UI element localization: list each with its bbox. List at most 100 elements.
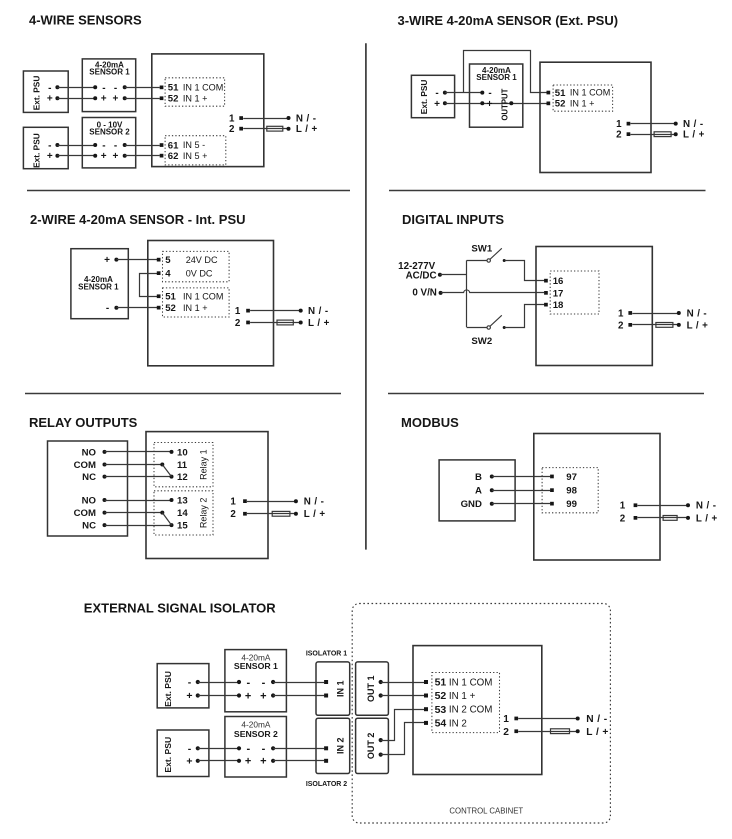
svg-text:SENSOR 1: SENSOR 1 [234,661,278,671]
svg-text:IN 1 COM: IN 1 COM [449,677,493,688]
svg-text:SENSOR 1: SENSOR 1 [78,283,119,292]
svg-text:1: 1 [616,119,622,130]
svg-text:SW1: SW1 [471,244,492,255]
svg-text:L / +: L / + [696,513,718,524]
svg-text:4-20mA: 4-20mA [241,652,271,662]
svg-text:53: 53 [435,704,447,716]
svg-text:-: - [188,677,192,689]
svg-text:N / -: N / - [696,501,717,512]
svg-text:99: 99 [566,499,577,510]
svg-text:N / -: N / - [296,113,317,124]
svg-text:+: + [260,756,266,768]
svg-text:IN 1 +: IN 1 + [183,93,208,103]
svg-text:AC/DC: AC/DC [406,271,437,282]
svg-text:10: 10 [177,447,188,458]
svg-text:A: A [475,486,482,497]
svg-text:IN 1 COM: IN 1 COM [570,88,610,98]
svg-text:Ext. PSU: Ext. PSU [31,133,41,168]
svg-text:L / +: L / + [308,318,330,329]
svg-text:-: - [48,141,51,152]
svg-text:14: 14 [177,508,188,519]
svg-text:12: 12 [177,472,188,483]
svg-text:RELAY OUTPUTS: RELAY OUTPUTS [29,415,138,430]
svg-text:1: 1 [503,714,509,725]
svg-text:2: 2 [618,320,624,331]
svg-text:Ext. PSU: Ext. PSU [419,80,429,115]
svg-text:2: 2 [235,318,241,329]
svg-text:Ext. PSU: Ext. PSU [163,737,173,773]
svg-text:Ext. PSU: Ext. PSU [163,671,173,707]
svg-text:N / -: N / - [683,119,704,130]
svg-text:52: 52 [555,99,566,110]
svg-text:4: 4 [165,269,171,280]
svg-text:DIGITAL INPUTS: DIGITAL INPUTS [402,212,504,227]
svg-text:-: - [188,743,192,755]
svg-text:18: 18 [553,300,564,311]
svg-text:4-20mA: 4-20mA [241,719,271,729]
svg-text:17: 17 [553,288,564,299]
svg-text:2: 2 [503,727,509,738]
svg-text:3-WIRE 4-20mA SENSOR (Ext. PSU: 3-WIRE 4-20mA SENSOR (Ext. PSU) [398,13,619,28]
svg-text:+: + [112,151,118,162]
svg-text:IN 1 +: IN 1 + [449,691,476,702]
svg-text:L / +: L / + [683,130,705,141]
svg-text:62: 62 [168,151,179,162]
svg-text:0V DC: 0V DC [186,268,213,278]
svg-text:SENSOR 1: SENSOR 1 [89,67,130,76]
svg-text:1: 1 [230,497,236,508]
svg-text:OUT 2: OUT 2 [366,733,376,760]
svg-text:SENSOR 2: SENSOR 2 [234,729,278,739]
svg-text:L / +: L / + [304,509,326,520]
svg-text:IN 2 COM: IN 2 COM [449,705,493,716]
svg-text:+: + [487,99,493,110]
svg-text:+: + [245,756,251,768]
svg-text:EXTERNAL SIGNAL ISOLATOR: EXTERNAL SIGNAL ISOLATOR [84,600,277,615]
svg-text:-: - [262,677,266,689]
svg-text:MODBUS: MODBUS [401,415,459,430]
svg-text:5: 5 [165,255,171,266]
svg-text:SENSOR 2: SENSOR 2 [89,127,130,136]
svg-text:4-20mA: 4-20mA [95,61,124,70]
svg-text:51: 51 [168,83,179,94]
svg-text:+: + [260,690,266,702]
svg-text:N / -: N / - [687,308,708,319]
svg-text:+: + [434,99,440,110]
svg-text:IN 5 +: IN 5 + [183,151,208,161]
svg-text:-: - [114,83,117,94]
svg-text:IN 5 -: IN 5 - [183,140,205,150]
svg-text:NO: NO [82,447,97,458]
svg-text:Relay 2: Relay 2 [199,498,209,529]
svg-text:OUT 1: OUT 1 [366,675,376,702]
svg-text:+: + [112,94,118,105]
svg-text:NC: NC [82,520,96,531]
svg-text:4-20mA: 4-20mA [84,275,113,284]
svg-text:ISOLATOR 2: ISOLATOR 2 [306,781,347,788]
svg-text:1: 1 [229,113,235,124]
svg-text:51: 51 [435,677,447,689]
svg-text:N / -: N / - [304,497,325,508]
svg-text:52: 52 [435,690,447,702]
svg-text:IN 2: IN 2 [449,718,467,729]
svg-text:N / -: N / - [308,306,329,317]
svg-text:51: 51 [165,292,176,303]
svg-text:1: 1 [620,501,626,512]
svg-text:IN 1 COM: IN 1 COM [183,82,223,92]
svg-text:IN 1 +: IN 1 + [183,303,208,313]
svg-text:-: - [246,743,250,755]
svg-text:16: 16 [553,276,564,287]
svg-text:SENSOR 1: SENSOR 1 [476,73,517,82]
svg-text:+: + [104,255,110,266]
svg-text:N / -: N / - [586,714,607,725]
svg-text:L / +: L / + [687,320,709,331]
svg-text:CONTROL CABINET: CONTROL CABINET [449,807,523,816]
svg-text:COM: COM [74,508,96,519]
svg-text:OUTPUT: OUTPUT [500,88,509,120]
svg-text:COM: COM [74,460,96,471]
svg-text:0 - 10V: 0 - 10V [97,121,123,130]
svg-text:-: - [102,141,105,152]
svg-text:Relay 1: Relay 1 [199,449,209,480]
svg-text:IN 1 COM: IN 1 COM [183,291,223,301]
svg-text:2: 2 [620,513,626,524]
svg-text:54: 54 [435,718,447,730]
svg-text:NC: NC [82,472,96,483]
